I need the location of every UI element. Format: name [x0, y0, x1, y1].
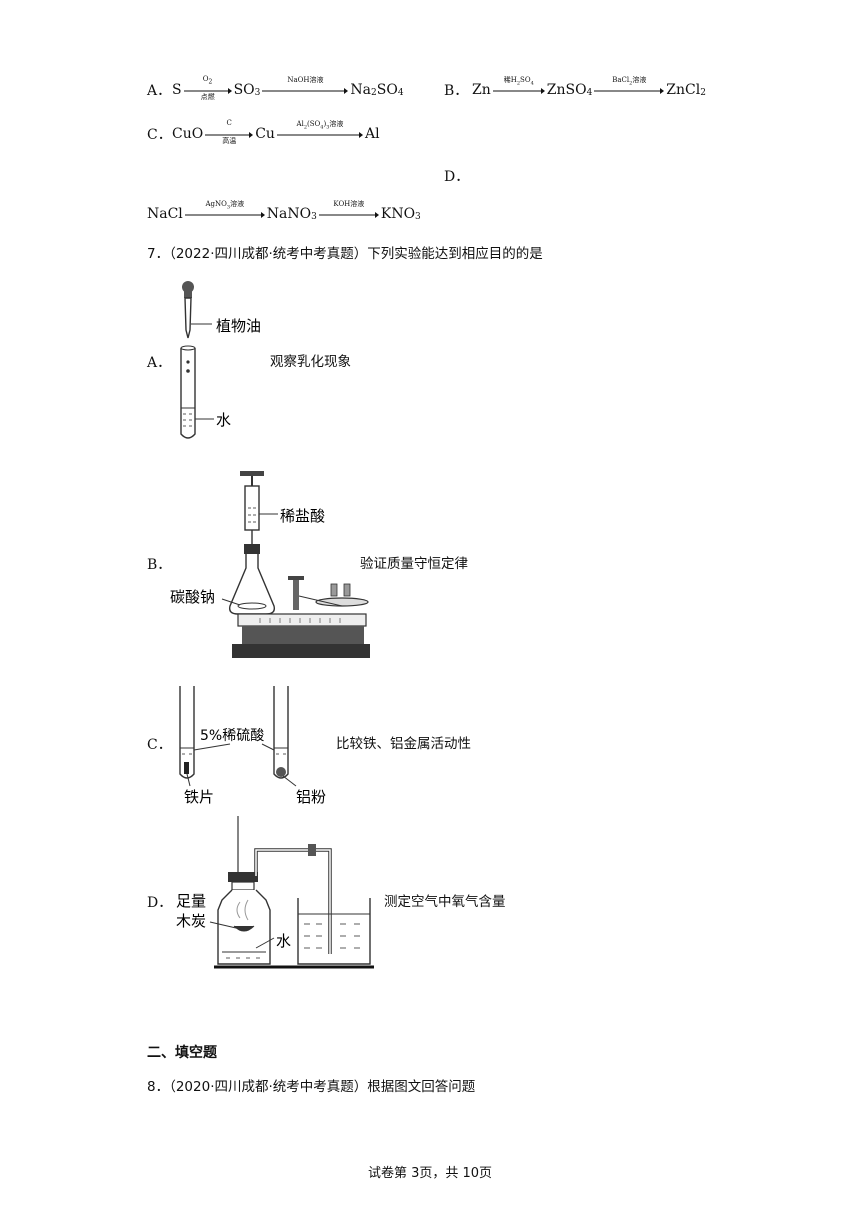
question-7-stem: 7．（2022·四川成都·统考中考真题）下列实验能达到相应目的的是 [147, 246, 543, 262]
label-al: 铝粉 [296, 788, 326, 806]
metal-activity-figure: 铁片 5%稀硫酸 铝粉 [179, 686, 326, 806]
arrow-icon [276, 132, 363, 138]
label-acid: 5%稀硫酸 [200, 728, 264, 744]
formula: KNO [380, 206, 416, 222]
formula: SO [233, 82, 255, 98]
balance-pillar [293, 580, 299, 610]
formula: Na [350, 82, 372, 98]
test-tube-icon [273, 686, 289, 779]
arrow-icon [184, 212, 265, 218]
label-charcoal-2: 木炭 [176, 912, 206, 930]
formula: Al [364, 126, 380, 142]
flask-icon [228, 554, 276, 615]
option-d-description: 测定空气中氧气含量 [384, 894, 506, 910]
option-c-equation: CuO C 高温 Cu Al2(SO4)3溶液 Al [172, 119, 380, 145]
balance-beam [237, 613, 367, 627]
label-water: 水 [216, 411, 231, 429]
arrow-icon [594, 88, 665, 94]
label-water: 水 [276, 932, 291, 950]
formula: CuO [172, 126, 204, 142]
option-a-letter: A． [147, 83, 172, 99]
question-8-stem: 8．（2020·四川成都·统考中考真题）根据图文回答问题 [147, 1079, 476, 1095]
page-footer: 试卷第 3页，共 10页 [367, 1166, 493, 1181]
option-c-letter: C． [147, 737, 172, 753]
label-acid: 稀盐酸 [280, 507, 325, 525]
option-a-description: 观察乳化现象 [270, 354, 351, 370]
option-b-letter: B． [147, 557, 172, 573]
arrow-icon [492, 88, 545, 94]
reaction-arrow: BaCl2溶液 [594, 76, 665, 98]
aluminum-powder-icon [276, 767, 286, 777]
beaker-icon [297, 898, 371, 965]
clamp-icon [308, 844, 316, 856]
arrow-icon [262, 88, 349, 94]
dropper-icon [184, 297, 192, 339]
option-c-description: 比较铁、铝金属活动性 [336, 736, 471, 752]
formula: Zn [472, 82, 491, 98]
syringe-icon [244, 485, 260, 531]
formula: ZnCl [666, 82, 701, 98]
arrow-icon [183, 88, 232, 94]
reaction-arrow: 稀H2SO4 [492, 76, 545, 98]
option-a-letter: A． [147, 355, 172, 371]
reaction-arrow: C 高温 [205, 119, 254, 145]
label-oil: 植物油 [216, 317, 261, 335]
option-b-description: 验证质量守恒定律 [360, 556, 468, 572]
test-tube-icon [179, 686, 195, 779]
option-b-letter: B． [444, 83, 469, 99]
emulsion-figure: 植物油 水 [180, 281, 261, 439]
formula: S [172, 82, 182, 98]
test-tube-icon [180, 348, 196, 439]
arrow-icon [205, 132, 254, 138]
label-charcoal-1: 足量 [176, 892, 206, 910]
section-heading: 二、填空题 [147, 1045, 217, 1061]
option-d-letter: D． [444, 169, 470, 185]
oxygen-content-figure: 水 足量 木炭 [176, 816, 374, 969]
formula: NaNO [266, 206, 312, 222]
label-iron: 铁片 [184, 788, 214, 806]
formula: ZnSO [546, 82, 587, 98]
formula: NaCl [147, 206, 183, 222]
mass-conservation-figure: 稀盐酸 碳酸钠 [170, 471, 370, 658]
label-salt: 碳酸钠 [170, 588, 215, 606]
reaction-arrow: NaOH溶液 [262, 76, 349, 98]
formula: Cu [255, 126, 275, 142]
arrow-icon [318, 212, 379, 218]
syringe-plunger [240, 471, 264, 476]
reaction-arrow: KOH溶液 [318, 200, 379, 222]
option-c-letter: C． [147, 127, 172, 143]
balance-base [242, 626, 364, 644]
reaction-arrow: AgNO3溶液 [184, 200, 265, 222]
option-d-letter: D． [147, 895, 173, 911]
reaction-arrow: Al2(SO4)3溶液 [276, 120, 363, 142]
reaction-arrow: O2 点燃 [183, 75, 232, 101]
iron-strip-icon [184, 762, 189, 774]
